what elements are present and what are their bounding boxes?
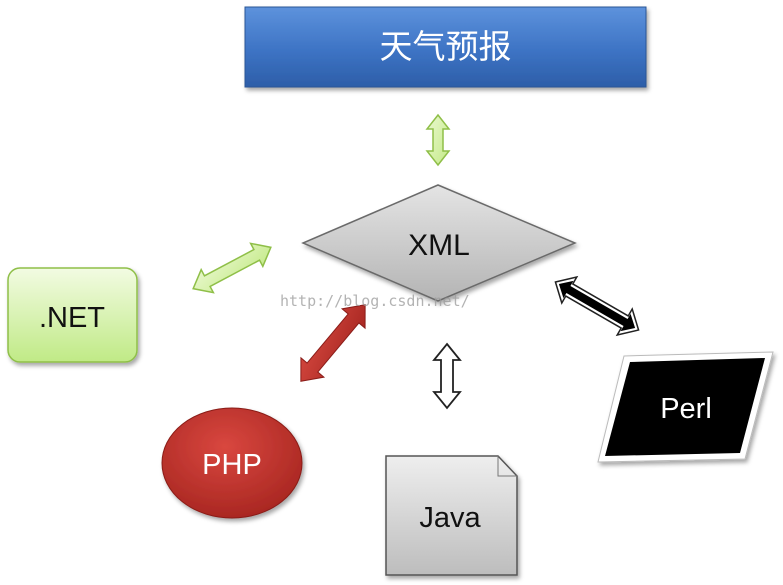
php-ellipse: PHP — [161, 407, 303, 519]
xml-diamond: XML — [301, 184, 577, 302]
title-text: 天气预报 — [380, 27, 512, 66]
php-label: PHP — [202, 449, 262, 481]
xml-label: XML — [408, 229, 470, 262]
dotnet-box: .NET — [7, 267, 138, 363]
java-label: Java — [419, 502, 481, 534]
title-box: 天气预报 — [244, 6, 647, 88]
java-box: Java — [385, 455, 518, 576]
perl-parallelogram: Perl — [597, 351, 774, 463]
dotnet-label: .NET — [39, 302, 105, 334]
arrow-title-xml — [425, 113, 451, 167]
perl-label: Perl — [660, 393, 712, 425]
arrow-java-xml — [432, 342, 462, 410]
arrow-perl-xml — [554, 275, 640, 337]
watermark-text: http://blog.csdn.net/ — [280, 292, 470, 310]
arrow-php-xml — [300, 304, 366, 382]
arrow-net-xml — [192, 242, 272, 294]
